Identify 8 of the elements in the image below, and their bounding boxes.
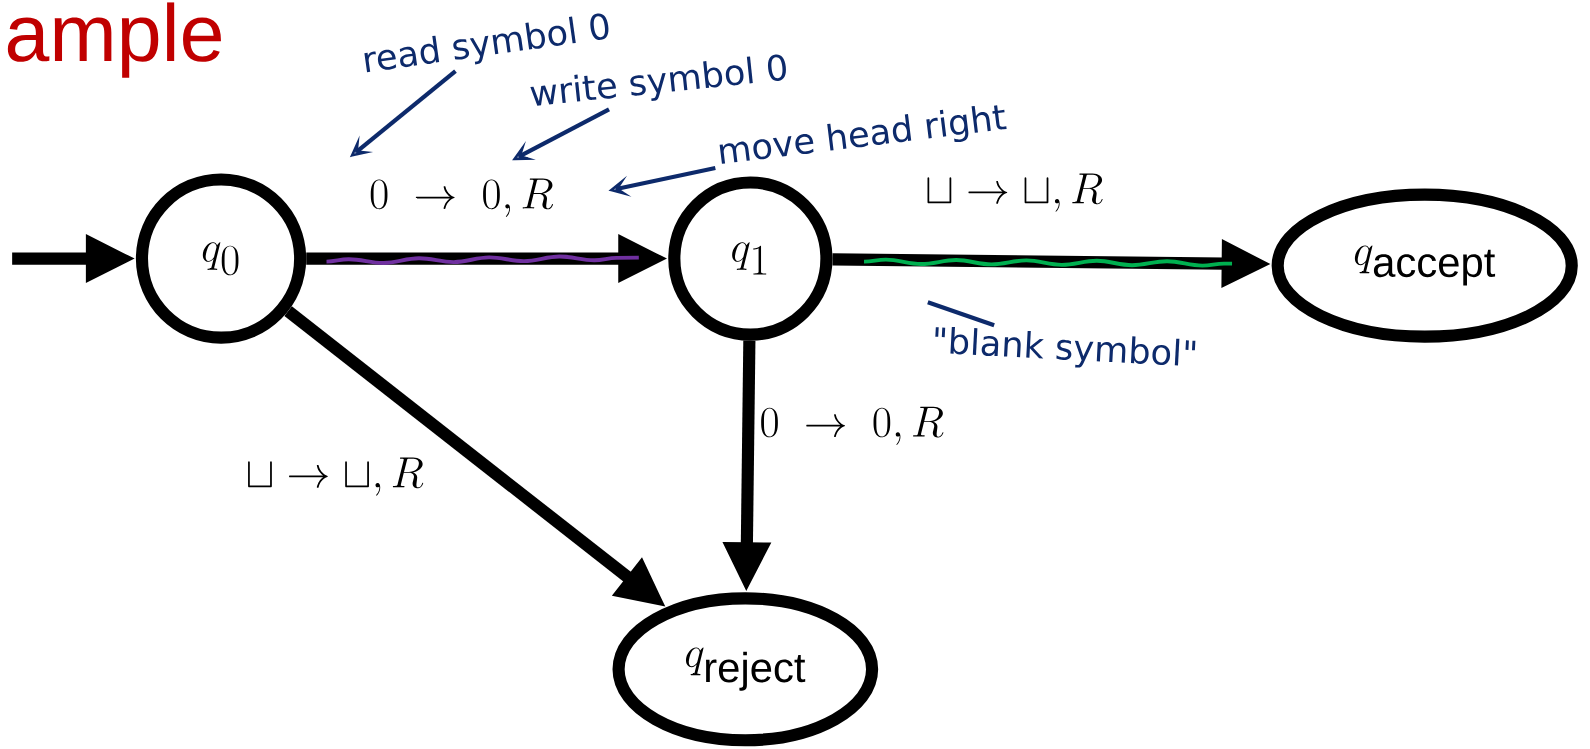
edge-label: $\sqcup \to \sqcup, R$ (921, 169, 1107, 216)
leader-line (927, 300, 995, 328)
handwritten-note: "blank symbol" (935, 326, 1196, 368)
edge-label: $0 \;\to\; 0, R$ (756, 403, 948, 449)
edge-label: $\sqcup \to \sqcup, R$ (241, 453, 428, 500)
handwritten-note: move head right (719, 105, 1007, 164)
title: ample (7, 2, 221, 78)
edge-label: $0 \;\to\; 0, R$ (365, 174, 558, 221)
